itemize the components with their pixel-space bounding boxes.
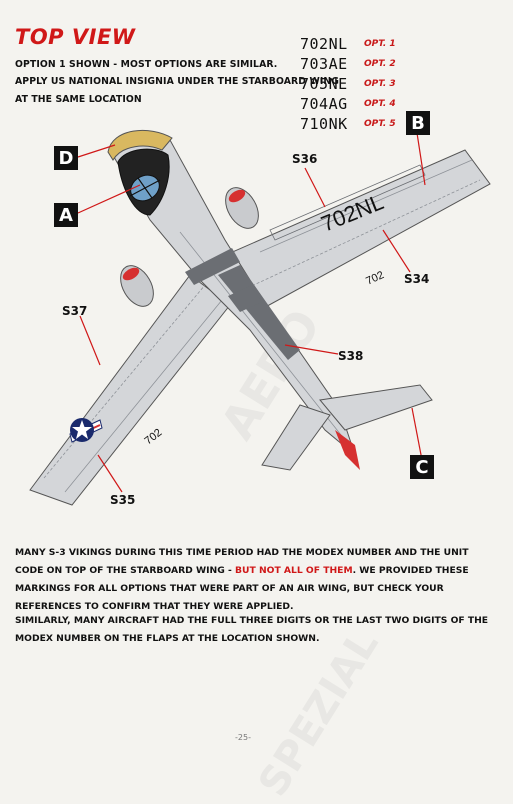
paragraph-1-text-end: . WE PROVIDED THESE MARKINGS FOR ALL OPT… bbox=[15, 565, 469, 612]
insignia-star bbox=[72, 420, 92, 439]
leader-s36 bbox=[304, 167, 326, 208]
option-code-5: 710NK bbox=[300, 115, 348, 133]
option-code-1: 702NL bbox=[300, 35, 348, 53]
option-code-3: 705NE bbox=[300, 75, 348, 93]
option-label-3: OPT. 3 bbox=[364, 79, 396, 89]
callout-s36: S36 bbox=[292, 152, 318, 166]
page-title: TOP VIEW bbox=[15, 25, 136, 49]
callout-s37: S37 bbox=[62, 304, 88, 318]
paragraph-2: SIMILARLY, MANY AIRCRAFT HAD THE FULL TH… bbox=[15, 615, 489, 644]
option-label-2: OPT. 2 bbox=[364, 59, 396, 69]
paragraph-1-text: MANY S-3 VIKINGS DURING THIS TIME PERIOD… bbox=[15, 547, 469, 576]
callout-s35: S35 bbox=[110, 493, 136, 507]
starboard-engine bbox=[225, 187, 259, 229]
spine-walkway bbox=[218, 265, 300, 360]
header-line-1: OPTION 1 SHOWN - MOST OPTIONS ARE SIMILA… bbox=[15, 59, 278, 70]
port-engine bbox=[120, 265, 154, 307]
option-label-4: OPT. 4 bbox=[364, 99, 396, 109]
starboard-walkway bbox=[269, 164, 426, 241]
option-label-1: OPT. 1 bbox=[364, 39, 396, 49]
starboard-engine-intake bbox=[228, 189, 246, 203]
header-line-2: APPLY US NATIONAL INSIGNIA UNDER THE STA… bbox=[15, 76, 339, 87]
port-wing bbox=[29, 274, 231, 506]
leader-s38 bbox=[284, 344, 339, 355]
tail-cone bbox=[335, 430, 360, 470]
option-label-5: OPT. 5 bbox=[364, 119, 396, 129]
callout-c: C bbox=[410, 455, 434, 479]
flap-modex: 702 bbox=[142, 427, 164, 448]
callout-s38: S38 bbox=[338, 349, 364, 363]
callout-b: B bbox=[406, 111, 430, 135]
leader-s35 bbox=[97, 454, 123, 493]
wing-root-walkway bbox=[185, 248, 240, 285]
leader-d bbox=[77, 144, 116, 158]
horizontal-stabilizer-left bbox=[261, 404, 331, 471]
leader-b bbox=[416, 132, 426, 186]
option-code-4: 704AG bbox=[300, 95, 348, 113]
leader-c bbox=[411, 407, 423, 461]
leader-s34 bbox=[382, 229, 411, 273]
flap-modex-small: 702 bbox=[364, 269, 386, 288]
leader-s37 bbox=[79, 315, 101, 366]
header-line-3: AT THE SAME LOCATION bbox=[15, 94, 142, 105]
callout-a: A bbox=[54, 203, 78, 227]
callout-s34: S34 bbox=[404, 272, 430, 286]
option-code-2: 703AE bbox=[300, 55, 348, 73]
radome bbox=[107, 129, 173, 161]
port-engine-intake bbox=[122, 267, 140, 281]
callout-d: D bbox=[54, 146, 78, 170]
paragraph-1: MANY S-3 VIKINGS DURING THIS TIME PERIOD… bbox=[15, 544, 495, 616]
center-walkway bbox=[228, 286, 262, 312]
paragraph-1-highlight: BUT NOT ALL OF THEM bbox=[235, 565, 353, 576]
page-number: -25- bbox=[235, 733, 251, 742]
horizontal-stabilizer-right bbox=[319, 384, 433, 431]
leader-a bbox=[77, 184, 141, 214]
